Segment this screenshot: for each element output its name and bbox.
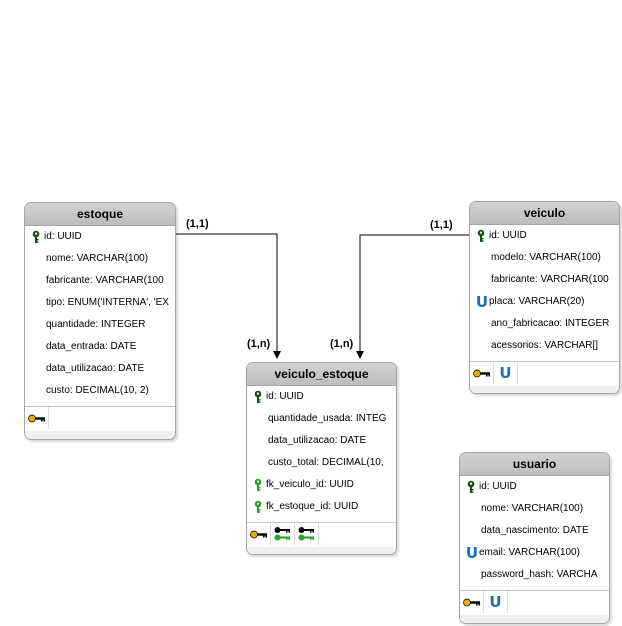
field-row[interactable]: id: UUID (470, 225, 619, 247)
field-row[interactable]: fabricante: VARCHAR(100 (25, 270, 175, 292)
field-row[interactable]: quantidade_usada: INTEG (247, 408, 396, 430)
field-list: id: UUID nome: VARCHAR(100) data_nasciment… (460, 476, 609, 586)
field-label: tipo: ENUM('INTERNA', 'EX (46, 297, 169, 308)
field-label: id: UUID (44, 231, 82, 242)
field-label: quantidade: INTEGER (46, 319, 146, 330)
table-footer-background (247, 547, 396, 554)
primary-key-icon (463, 476, 479, 498)
primary-key-icon (473, 225, 489, 247)
primary-key-icon[interactable] (460, 591, 484, 613)
field-label: fk_veiculo_id: UUID (266, 479, 354, 490)
field-row[interactable]: data_nascimento: DATE (460, 520, 609, 542)
field-label: data_entrada: DATE (46, 341, 137, 352)
primary-key-icon[interactable] (25, 407, 49, 429)
cardinality-label: (1,n) (247, 338, 271, 350)
field-label: fabricante: VARCHAR(100 (491, 274, 609, 285)
field-label: quantidade_usada: INTEG (268, 413, 387, 424)
field-label: email: VARCHAR(100) (479, 547, 580, 558)
field-label: modelo: VARCHAR(100) (491, 252, 601, 263)
field-label: placa: VARCHAR(20) (489, 296, 585, 307)
table-footer: U (470, 361, 619, 393)
table-footer-background (470, 386, 619, 393)
table-footer (247, 522, 396, 554)
table-title[interactable]: usuario (460, 453, 609, 476)
unique-icon: U (465, 543, 479, 562)
field-label: id: UUID (489, 230, 527, 241)
field-row[interactable]: id: UUID (25, 226, 175, 248)
table-veiculo[interactable]: veiculo id: UUID modelo: VARCHAR(100) fabr… (469, 201, 620, 394)
table-title[interactable]: estoque (25, 203, 175, 226)
table-title[interactable]: veiculo (470, 202, 619, 225)
field-row[interactable]: id: UUID (247, 386, 396, 408)
field-row[interactable]: fk_estoque_id: UUID (247, 496, 396, 518)
field-label: ano_fabricacao: INTEGER (491, 318, 610, 329)
field-row[interactable]: nome: VARCHAR(100) (460, 498, 609, 520)
field-list: id: UUID quantidade_usada: INTEG data_util… (247, 386, 396, 518)
veiculo-to-veiculo-estoque-connector (356, 234, 469, 359)
unique-icon: U (475, 292, 489, 311)
primary-key-icon[interactable] (470, 362, 494, 384)
foreign-key-icon (250, 474, 266, 496)
estoque-to-veiculo-estoque-connector (175, 233, 281, 359)
table-footer-background (460, 615, 609, 623)
field-row[interactable]: data_utilizacao: DATE (25, 358, 175, 380)
field-row[interactable]: modelo: VARCHAR(100) (470, 247, 619, 269)
field-row[interactable]: ano_fabricacao: INTEGER (470, 313, 619, 335)
field-label: id: UUID (479, 481, 517, 492)
field-label: nome: VARCHAR(100) (481, 503, 584, 514)
primary-key-icon (250, 386, 266, 408)
field-label: custo_total: DECIMAL(10, (268, 457, 384, 468)
primary-key-icon[interactable] (247, 523, 271, 545)
foreign-key-pair-icon[interactable] (271, 523, 295, 545)
field-row[interactable]: data_utilizacao: DATE (247, 430, 396, 452)
field-label: password_hash: VARCHA (481, 569, 598, 580)
field-row[interactable]: custo_total: DECIMAL(10, (247, 452, 396, 474)
field-label: data_utilizacao: DATE (46, 363, 145, 374)
unique-icon[interactable]: U (494, 362, 518, 384)
table-usuario[interactable]: usuario id: UUID nome: VARCHAR(100) data_n… (459, 452, 610, 624)
field-row[interactable]: fabricante: VARCHAR(100 (470, 269, 619, 291)
table-footer (25, 406, 175, 439)
table-veiculo-estoque[interactable]: veiculo_estoque id: UUID quantidade_usada… (246, 362, 397, 555)
field-row[interactable]: acessorios: VARCHAR[] (470, 335, 619, 357)
field-row[interactable]: id: UUID (460, 476, 609, 498)
field-row[interactable]: password_hash: VARCHA (460, 564, 609, 586)
field-label: fabricante: VARCHAR(100 (46, 275, 164, 286)
cardinality-label: (1,1) (430, 219, 453, 231)
field-label: nome: VARCHAR(100) (46, 253, 149, 264)
field-row[interactable]: nome: VARCHAR(100) (25, 248, 175, 270)
cardinality-label: (1,n) (330, 338, 354, 350)
field-label: data_nascimento: DATE (481, 525, 589, 536)
field-list: id: UUID nome: VARCHAR(100) fabricante: VA… (25, 226, 175, 402)
field-label: fk_estoque_id: UUID (266, 501, 359, 512)
field-label: custo: DECIMAL(10, 2) (46, 385, 149, 396)
field-label: acessorios: VARCHAR[] (491, 340, 599, 351)
table-estoque[interactable]: estoque id: UUID nome: VARCHAR(100) fabric… (24, 202, 176, 440)
foreign-key-pair-icon[interactable] (295, 523, 319, 545)
field-label: id: UUID (266, 391, 304, 402)
field-row[interactable]: fk_veiculo_id: UUID (247, 474, 396, 496)
field-list: id: UUID modelo: VARCHAR(100) fabricante: … (470, 225, 619, 357)
field-row[interactable]: tipo: ENUM('INTERNA', 'EX (25, 292, 175, 314)
field-row[interactable]: data_entrada: DATE (25, 336, 175, 358)
foreign-key-icon (250, 496, 266, 518)
table-footer-background (25, 431, 175, 439)
cardinality-label: (1,1) (186, 218, 209, 230)
table-footer: U (460, 590, 609, 623)
unique-icon[interactable]: U (484, 591, 508, 613)
field-row[interactable]: custo: DECIMAL(10, 2) (25, 380, 175, 402)
table-title[interactable]: veiculo_estoque (247, 363, 396, 386)
primary-key-icon (28, 226, 44, 248)
field-row[interactable]: quantidade: INTEGER (25, 314, 175, 336)
field-label: data_utilizacao: DATE (268, 435, 367, 446)
